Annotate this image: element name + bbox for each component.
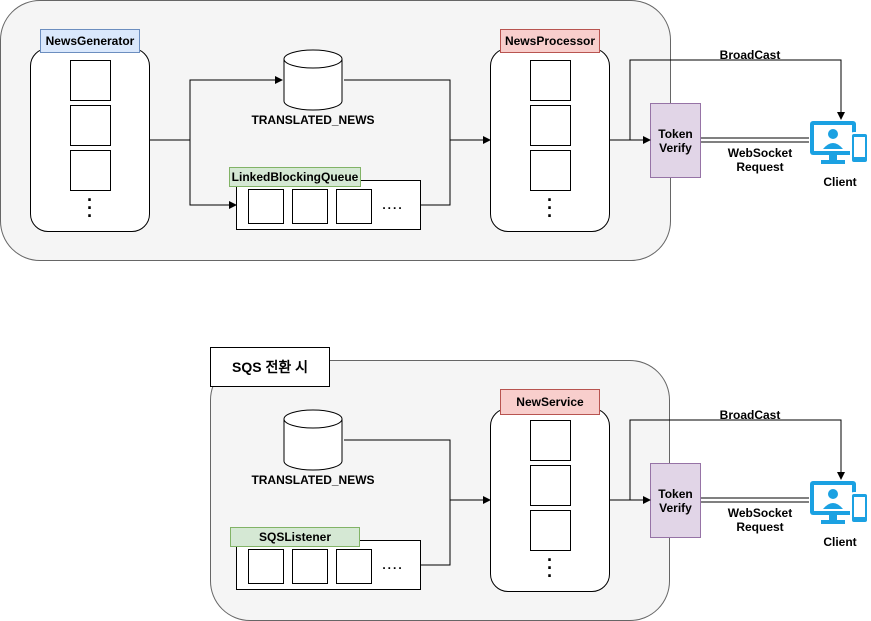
token-verify-label: Token Verify [658,126,693,155]
queue-label: LinkedBlockingQueue [229,167,361,187]
service-slot [530,465,571,506]
websocket-connector [701,497,809,503]
sqs-listener-label: SQSListener [230,527,360,547]
listener-ellipsis: .... [382,558,404,572]
client-label: Client [823,535,857,549]
generator-slot [70,60,111,101]
database-icon [283,409,343,471]
service-slot [530,420,571,461]
processor-ellipsis: ··· [547,190,553,226]
processor-slot [530,105,571,146]
token-verify-box: Token Verify [650,103,701,178]
generator-slot [70,105,111,146]
client-label: Client [823,175,857,189]
queue-ellipsis: .... [382,198,404,212]
listener-to-service-connector [421,496,491,566]
websocket-connector [701,137,809,143]
db-to-service-connector [344,439,451,500]
database-icon [283,49,343,111]
client-devices-icon [810,481,869,524]
listener-slot [248,549,284,584]
queue-slot [248,189,284,224]
new-service-label: NewService [500,389,600,415]
listener-slot [292,549,328,584]
sqs-title: SQS 전환 시 [210,347,330,387]
client-devices-icon [810,121,869,164]
websocket-request-label: WebSocket Request [727,146,793,174]
processor-slot [530,150,571,191]
broadcast-connector [629,59,845,140]
generator-slot [70,150,111,191]
queue-slot [336,189,372,224]
generator-to-queue-connector [189,140,237,209]
service-ellipsis: ··· [547,550,553,586]
db-label: TRANSLATED_NEWS [251,113,375,127]
queue-slot [292,189,328,224]
queue-to-processor-connector [421,136,491,206]
generator-to-db-connector [150,76,283,141]
broadcast-connector [629,419,845,500]
service-slot [530,510,571,551]
db-label: TRANSLATED_NEWS [251,473,375,487]
processor-slot [530,60,571,101]
websocket-request-label: WebSocket Request [727,506,793,534]
broadcast-label: BroadCast [719,408,781,422]
broadcast-label: BroadCast [719,48,781,62]
news-processor-label: NewsProcessor [500,29,600,53]
db-to-processor-connector [344,79,451,140]
generator-ellipsis: ··· [87,190,93,226]
listener-slot [336,549,372,584]
token-verify-label: Token Verify [658,486,693,515]
news-generator-label: NewsGenerator [40,29,140,53]
